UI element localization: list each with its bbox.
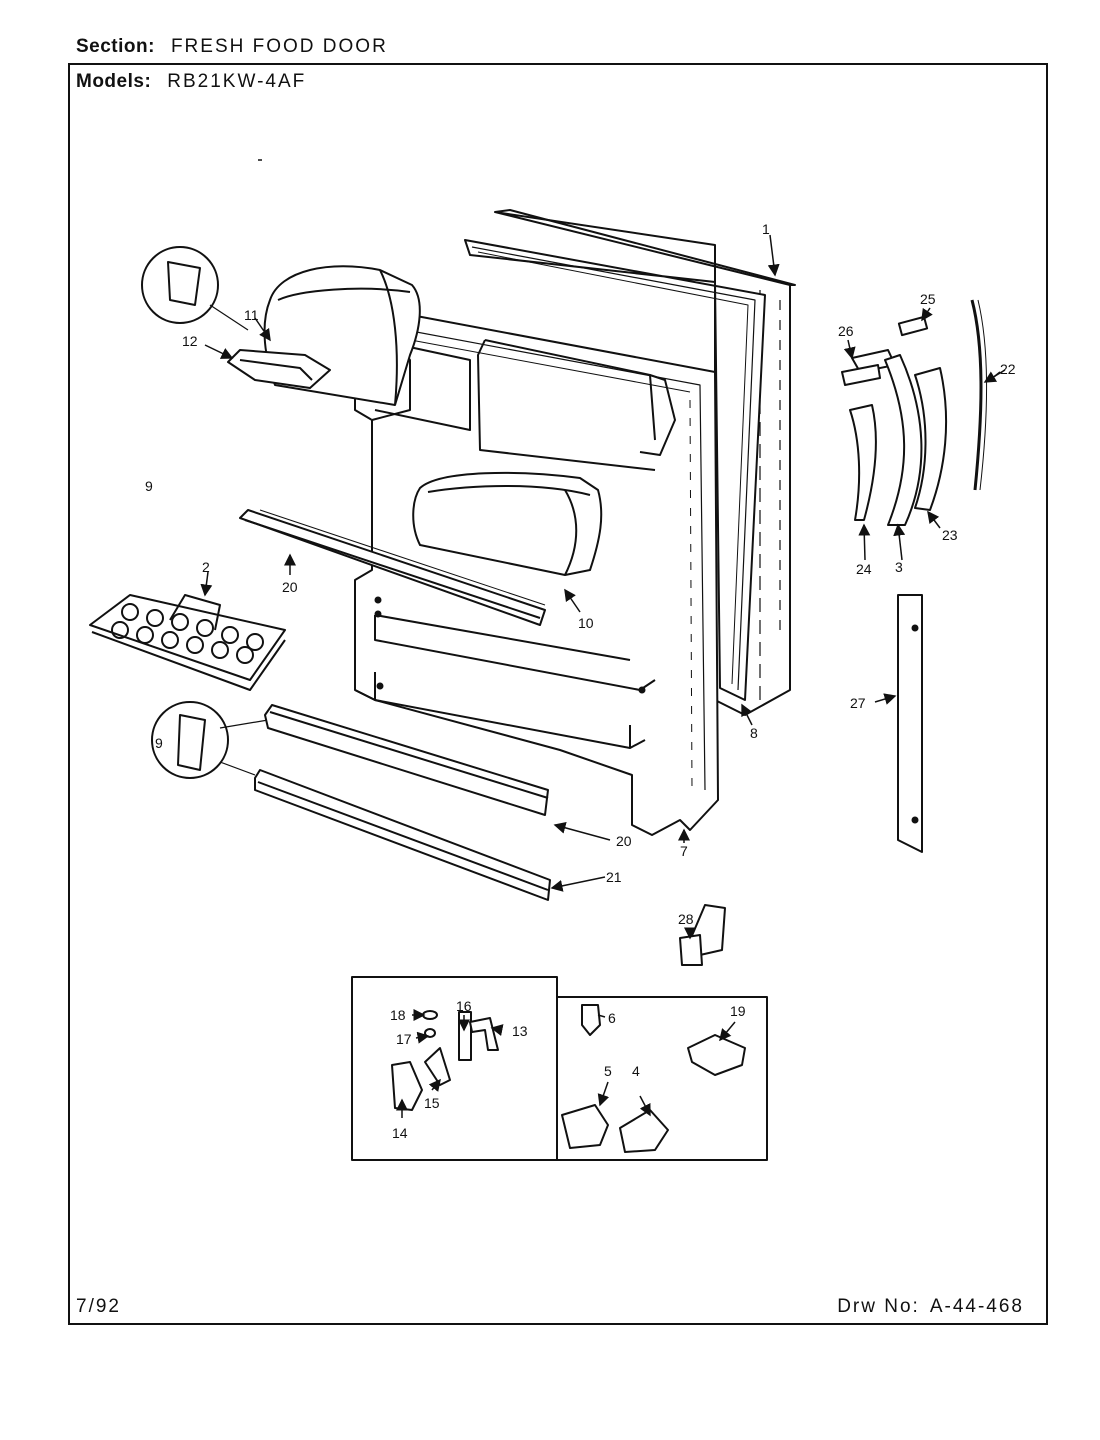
callout-9-upper: 9	[145, 478, 153, 494]
drawing-number: A-44-468	[929, 1296, 1024, 1317]
shelf-retainer-detail-upper	[141, 246, 249, 331]
callout-18: 18	[390, 1007, 406, 1023]
egg-tray	[89, 594, 286, 691]
models-value: RB21KW-4AF	[167, 71, 307, 92]
door-gasket	[464, 239, 766, 701]
callout-12: 12	[182, 333, 198, 349]
callout-14: 14	[392, 1125, 408, 1141]
shelf-bar-lower	[264, 704, 549, 816]
callout-4: 4	[632, 1063, 640, 1079]
callout-26: 26	[838, 323, 854, 339]
callout-7: 7	[680, 843, 688, 859]
shelf-bar-bottom	[254, 769, 551, 901]
callout-8: 8	[750, 725, 758, 741]
callout-17: 17	[396, 1031, 412, 1047]
callout-21: 21	[606, 869, 622, 885]
callout-1: 1	[762, 221, 770, 237]
shelf-retainer-detail-lower	[151, 701, 269, 779]
hinge-parts-group	[841, 299, 987, 526]
drawing-number-label: Drw No:	[837, 1296, 920, 1317]
callout-19: 19	[730, 1003, 746, 1019]
callout-24: 24	[856, 561, 872, 577]
drawing-number-block: Drw No: A-44-468	[837, 1296, 1024, 1318]
part-27-trim-strip	[897, 594, 923, 853]
callout-27: 27	[850, 695, 866, 711]
section-value: FRESH FOOD DOOR	[170, 36, 388, 57]
callout-15: 15	[424, 1095, 440, 1111]
hinge-inset-left	[351, 976, 558, 1161]
models-header: Models: RB21KW-4AF	[76, 71, 306, 93]
section-header: Section: FRESH FOOD DOOR	[76, 36, 388, 58]
callout-10: 10	[578, 615, 594, 631]
callout-20-lower: 20	[616, 833, 632, 849]
models-label: Models:	[76, 71, 152, 92]
drawing-date: 7/92	[76, 1296, 121, 1317]
callout-22: 22	[1000, 361, 1016, 377]
callout-5: 5	[604, 1063, 612, 1079]
callout-6: 6	[608, 1010, 616, 1026]
section-label: Section:	[76, 36, 155, 57]
callout-2: 2	[202, 559, 210, 575]
shelf-bar-upper	[239, 509, 546, 626]
callout-28: 28	[678, 911, 694, 927]
callout-13: 13	[512, 1023, 528, 1039]
callout-23: 23	[942, 527, 958, 543]
callout-16: 16	[456, 998, 472, 1014]
hinge-inset-right	[556, 996, 768, 1161]
part-28-hinge-cover	[679, 904, 726, 966]
dairy-door-lower	[412, 471, 603, 576]
drawing-frame	[68, 63, 1048, 1325]
callout-25: 25	[920, 291, 936, 307]
callout-9-lower: 9	[155, 735, 163, 751]
callout-3: 3	[895, 559, 903, 575]
part-12-butter-tray	[227, 349, 331, 389]
callout-20-upper: 20	[282, 579, 298, 595]
callout-11: 11	[244, 307, 259, 323]
